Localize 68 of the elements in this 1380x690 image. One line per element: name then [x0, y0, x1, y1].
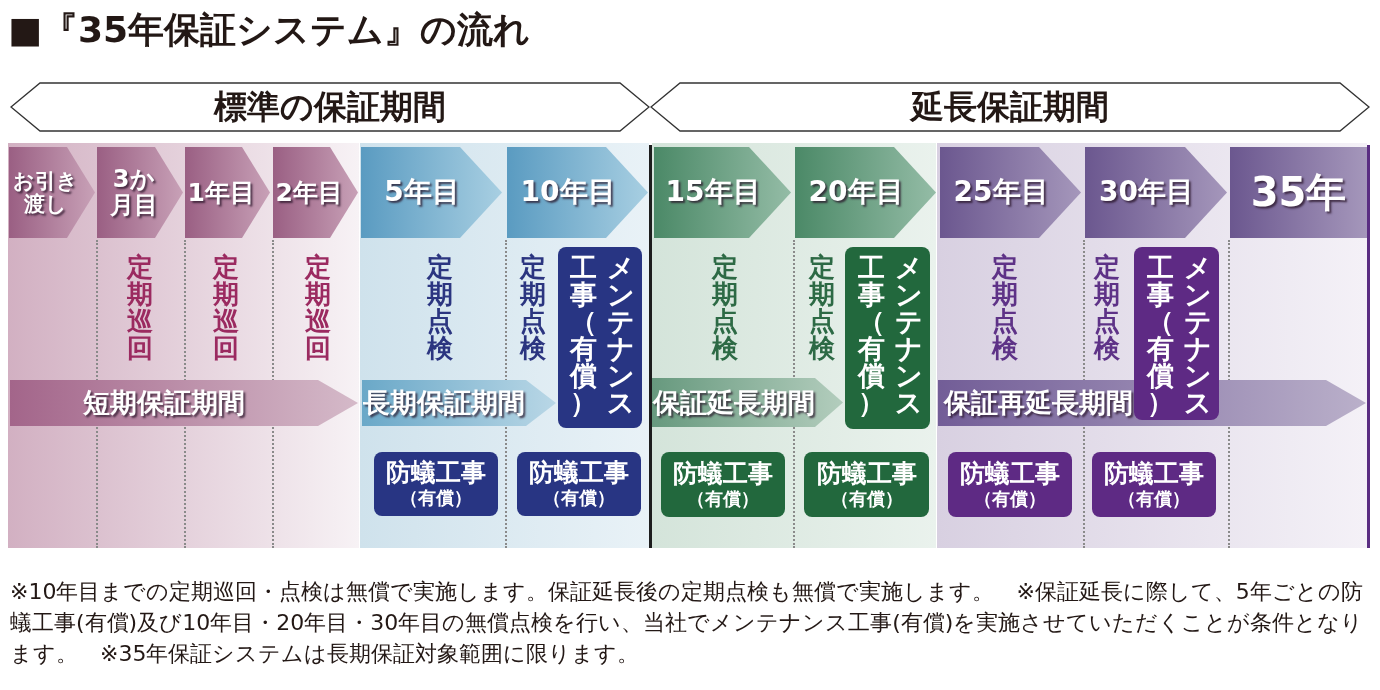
end-tab [1230, 147, 1367, 238]
panel-note: （有償） [974, 488, 1046, 510]
panel-title: 防蟻工事 [1104, 459, 1204, 489]
arrow-band [362, 380, 556, 426]
rounded-panel [804, 452, 929, 517]
panel-note: （有償） [1118, 488, 1190, 510]
panel-note: （有償） [543, 488, 615, 509]
rounded-panel [948, 452, 1072, 517]
step-label: 1年目 [187, 179, 255, 206]
chevron-tab [654, 147, 791, 238]
chevron-tab [185, 147, 270, 238]
step-label: お引き渡し [12, 169, 79, 216]
double-arrow-banner [650, 82, 1370, 132]
panel-note: （有償） [687, 488, 759, 510]
chevron-tab [9, 147, 95, 238]
rounded-panel [374, 452, 498, 516]
rounded-panel [517, 452, 641, 516]
arrow-band [652, 378, 843, 427]
chevron-tab [507, 147, 648, 238]
panel-note: （有償） [400, 488, 472, 509]
panel-title: メンテナンス工事（有償） [1146, 252, 1212, 418]
chevron-tab [940, 147, 1081, 238]
double-arrow-banner [10, 82, 650, 132]
panel-note: （有償） [830, 488, 903, 510]
footnote: ※10年目までの定期巡回・点検は無償で実施します。保証延長後の定期点検も無償で実施します。 ※保証延長に際して、5年ごとの防蟻工事(有償)及び10年目・20年目・30年目の無償点検を行い、当社でメンテナンス工事(有償)を実施させていただくことが条件となります。 ※35年保証システムは長期保証対象範囲に限ります。 [10, 578, 1365, 668]
vertical-label: 定期巡回 [213, 254, 239, 363]
chevron-tab [795, 147, 936, 238]
diagram-title: ■『35年保証システム』の流れ [8, 8, 531, 52]
period-label: 短期保証期間 [83, 386, 245, 420]
rounded-panel [1134, 247, 1219, 420]
vertical-label: 定期点検 [712, 254, 738, 363]
step-label: 30年目 [1099, 177, 1195, 208]
panel-title: 防蟻工事 [673, 459, 773, 489]
chevron-tab [273, 147, 358, 238]
vertical-label: 定期点検 [992, 254, 1018, 363]
panel-title: メンテナンス工事（有償） [857, 252, 923, 418]
step-label: 20年目 [808, 177, 904, 208]
banner-title: 延長保証期間 [911, 85, 1109, 128]
vertical-label: 定期点検 [809, 254, 835, 363]
period-label: 保証再延長期間 [944, 386, 1133, 420]
step-label: 10年目 [520, 177, 616, 208]
step-label: 25年目 [953, 177, 1049, 208]
step-label: 5年目 [384, 177, 460, 208]
chevron-tab [97, 147, 183, 238]
banner-title: 標準の保証期間 [214, 85, 446, 128]
step-label: 15年目 [665, 177, 761, 208]
panel-title: メンテナンス工事（有償） [569, 252, 635, 418]
rounded-panel [1092, 452, 1216, 517]
chevron-tab [361, 147, 502, 238]
step-label: 3か月目 [108, 166, 159, 219]
vertical-label: 定期点検 [427, 254, 453, 363]
chevron-tab [1085, 147, 1227, 238]
panel-title: 防蟻工事 [386, 459, 486, 489]
rounded-panel [661, 452, 785, 517]
step-label: 2年目 [275, 179, 343, 206]
period-label: 長期保証期間 [363, 386, 525, 420]
panel-title: 防蟻工事 [960, 459, 1060, 489]
panel-title: 防蟻工事 [816, 459, 917, 489]
arrow-band [10, 380, 358, 426]
rounded-panel [845, 247, 930, 429]
period-label: 保証延長期間 [652, 385, 815, 420]
vertical-label: 定期点検 [520, 254, 546, 363]
vertical-label: 定期点検 [1094, 254, 1120, 363]
step-label: 35年 [1250, 168, 1347, 217]
panel-title: 防蟻工事 [529, 459, 629, 489]
vertical-label: 定期巡回 [305, 254, 331, 363]
rounded-panel [558, 247, 642, 428]
vertical-label: 定期巡回 [127, 254, 153, 363]
